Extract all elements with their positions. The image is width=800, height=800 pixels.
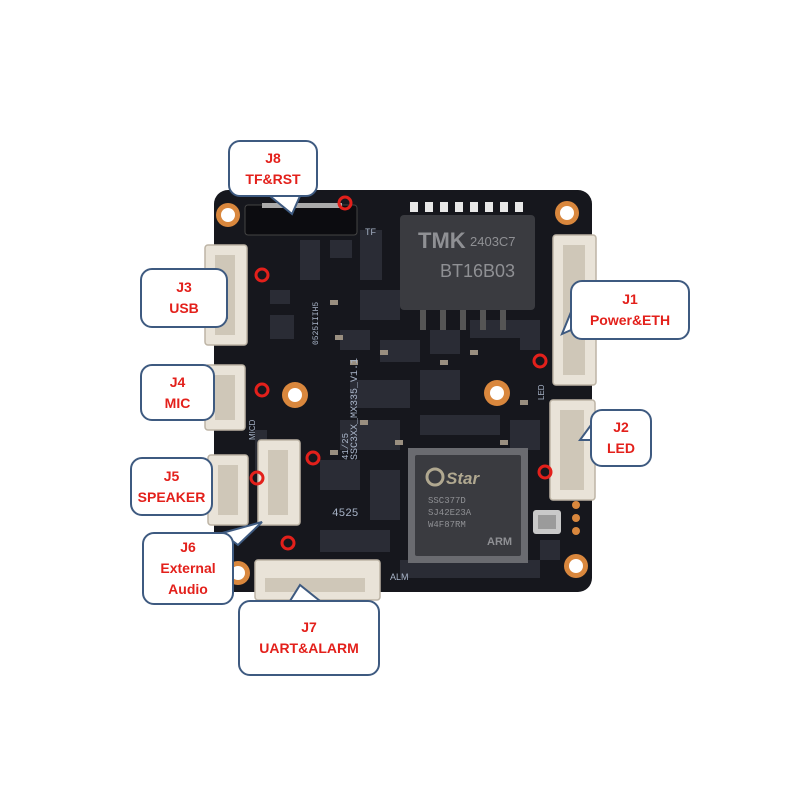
callout-title: J3 (176, 279, 192, 295)
callout-title: J4 (169, 373, 186, 390)
callout-desc: USB (169, 300, 199, 316)
callout-desc: SPEAKER (137, 488, 206, 505)
callout-desc: UART&ALARM (259, 640, 359, 656)
silkscreen-code: 0525IIIH5 (312, 302, 321, 345)
pin1-markers (249, 195, 553, 551)
callout-title: J1 (622, 291, 638, 307)
soc-brand: Star (446, 469, 480, 488)
silkscreen-mic: MICD (248, 419, 257, 440)
callout-j5: J5 SPEAKER (130, 457, 213, 516)
callout-title: J2 (613, 419, 629, 435)
soc-line3: W4F87RM (428, 520, 466, 530)
silkscreen-alm: ALM (390, 572, 409, 582)
callout-j3: J3 USB (140, 268, 228, 328)
callout-j1: J1 Power&ETH (570, 280, 690, 340)
callout-j2: J2 LED (590, 409, 652, 467)
soc-line1: SSC377D (428, 496, 466, 506)
callout-j7: J7 UART&ALARM (238, 600, 380, 676)
callout-j6: J6 External Audio (142, 532, 234, 605)
transformer-part: BT16B03 (440, 261, 515, 281)
callout-j8: J8 TF&RST (228, 140, 318, 197)
transformer-code: 2403C7 (470, 234, 516, 249)
silkscreen-led: LED (537, 384, 546, 400)
callout-title: J6 (180, 539, 196, 555)
ethernet-transformer: TMK 2403C7 BT16B03 (400, 202, 535, 330)
silkscreen-tf: TF (365, 227, 376, 237)
callout-j4: J4 MIC (140, 364, 215, 421)
callout-desc: External Audio (160, 560, 216, 597)
silkscreen-num: 4525 (332, 508, 358, 520)
soc-line2: SJ42E23A (428, 508, 472, 518)
soc-chip: Star SSC377D SJ42E23A W4F87RM ARM (408, 448, 528, 563)
callout-desc: MIC (164, 394, 191, 411)
smd-components (255, 230, 560, 578)
callout-desc: Power&ETH (589, 312, 671, 328)
callout-desc: TF&RST (245, 170, 301, 187)
transformer-brand: TMK (418, 228, 466, 253)
callout-desc: LED (607, 440, 635, 456)
tf-card-slot (244, 204, 358, 236)
soc-arch: ARM (487, 536, 512, 548)
callout-title: J5 (163, 467, 180, 484)
mounting-holes (216, 201, 588, 585)
silkscreen-date: 41/25 (341, 433, 351, 460)
silkscreen-model: SSC3XX_MX335_V1.1 (350, 358, 361, 460)
callout-title: J7 (301, 619, 317, 635)
callout-title: J8 (265, 149, 281, 166)
